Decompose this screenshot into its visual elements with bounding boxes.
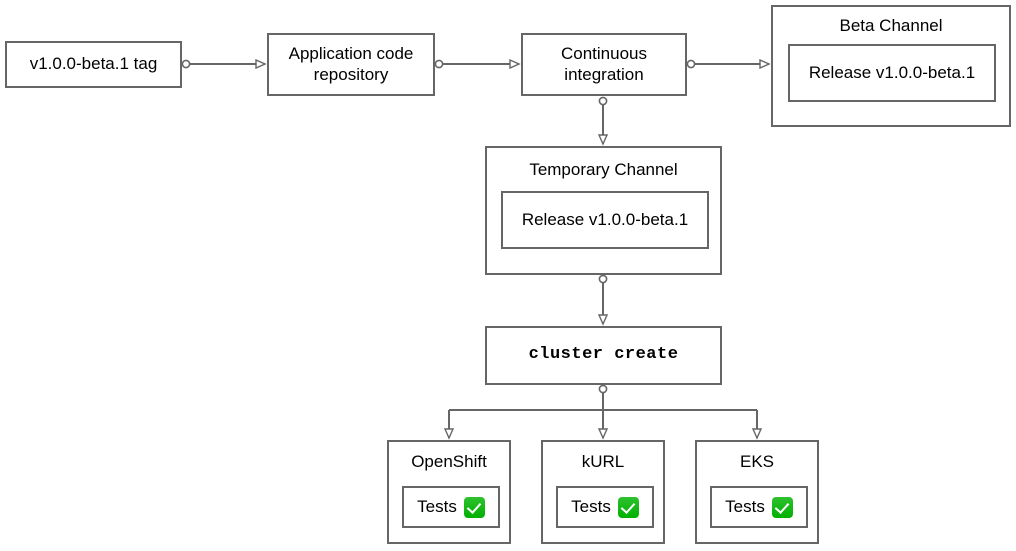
group-target-kurl[interactable]: kURL Tests (541, 440, 665, 544)
connector-ci-to-temporary-channel (599, 96, 606, 144)
green-check-icon (771, 496, 793, 518)
group-target-eks[interactable]: EKS Tests (695, 440, 819, 544)
group-beta-channel[interactable]: Beta Channel Release v1.0.0-beta.1 (771, 5, 1011, 127)
temporary-channel-release-box[interactable]: Release v1.0.0-beta.1 (501, 191, 709, 249)
target-eks-title: EKS (739, 452, 775, 471)
target-eks-tests-label: Tests (725, 497, 765, 516)
connector-repo-to-ci (434, 60, 519, 67)
group-temporary-channel[interactable]: Temporary Channel Release v1.0.0-beta.1 (485, 146, 722, 275)
node-continuous-integration[interactable]: Continuous integration (521, 33, 687, 96)
node-tag[interactable]: v1.0.0-beta.1 tag (5, 41, 182, 88)
beta-channel-title: Beta Channel (839, 16, 943, 35)
green-check-icon (617, 496, 639, 518)
node-ci-label: Continuous integration (560, 44, 647, 84)
temporary-channel-title: Temporary Channel (529, 160, 678, 179)
cluster-create-label: cluster create (528, 345, 679, 365)
beta-channel-release-label: Release v1.0.0-beta.1 (808, 63, 976, 82)
target-kurl-tests-label: Tests (571, 497, 611, 516)
beta-channel-release-box[interactable]: Release v1.0.0-beta.1 (788, 44, 996, 102)
group-target-openshift[interactable]: OpenShift Tests (387, 440, 511, 544)
target-eks-tests-box[interactable]: Tests (710, 486, 808, 528)
connector-command-branch (449, 384, 757, 438)
temporary-channel-release-label: Release v1.0.0-beta.1 (521, 210, 689, 229)
node-repo-label: Application code repository (288, 44, 414, 84)
connector-temporary-channel-to-command (599, 274, 606, 324)
target-openshift-title: OpenShift (411, 452, 487, 471)
target-openshift-tests-box[interactable]: Tests (402, 486, 500, 528)
node-tag-label: v1.0.0-beta.1 tag (29, 54, 158, 74)
target-kurl-tests-box[interactable]: Tests (556, 486, 654, 528)
green-check-icon (463, 496, 485, 518)
connector-ci-to-beta-channel (686, 60, 769, 67)
node-application-code-repository[interactable]: Application code repository (267, 33, 435, 96)
connector-tag-to-repo (181, 60, 265, 67)
target-openshift-tests-label: Tests (417, 497, 457, 516)
node-cluster-create-command[interactable]: cluster create (485, 326, 722, 385)
target-kurl-title: kURL (581, 452, 625, 471)
